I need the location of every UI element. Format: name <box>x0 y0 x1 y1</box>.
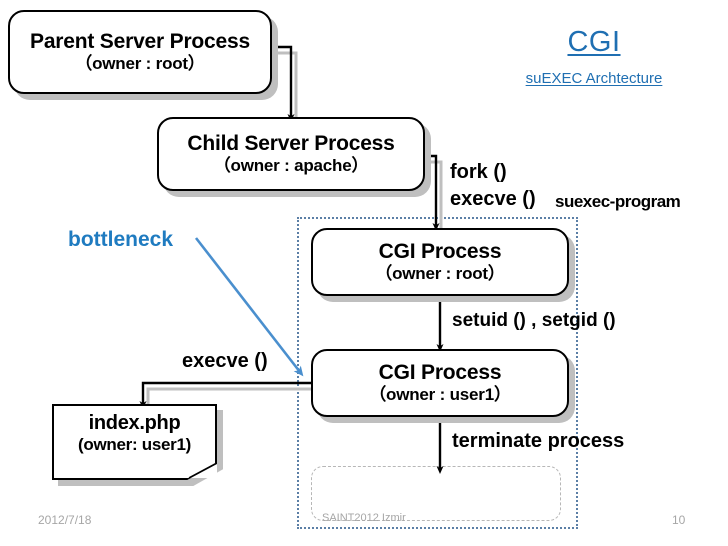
box-cgi-process-user1[interactable]: CGI Process （owner : user1） <box>311 349 569 417</box>
box-child-server-process[interactable]: Child Server Process （owner : apache） <box>157 117 425 191</box>
footer-date: 2012/7/18 <box>38 513 92 527</box>
label-fork: fork () <box>450 161 507 183</box>
box-cgi-user-title: CGI Process <box>378 361 502 385</box>
box-index-php-document[interactable]: index.php (owner: user1) <box>52 404 223 486</box>
empty-placeholder-box <box>311 466 561 521</box>
arrow-cgiuser-to-index <box>139 381 312 409</box>
document-text: index.php (owner: user1) <box>52 412 217 455</box>
index-php-filename: index.php <box>88 412 181 434</box>
label-suexec-program: suexec-program <box>555 192 681 211</box>
box-parent-server-owner: （owner : root） <box>75 53 205 73</box>
label-execve-bottom: execve () <box>182 350 268 372</box>
document-fold-icon <box>188 462 217 479</box>
box-cgi-root-title: CGI Process <box>378 240 502 264</box>
page-subtitle: suEXEC Archtecture <box>525 70 663 87</box>
box-child-server-owner: （owner : apache） <box>213 155 369 175</box>
label-execve-top: execve () <box>450 188 536 210</box>
label-setuid-setgid: setuid () , setgid () <box>452 310 616 331</box>
arrow-parent-to-child-shadow <box>275 51 300 128</box>
arrow-parent-to-child <box>270 45 295 122</box>
box-child-server-title: Child Server Process <box>187 132 395 156</box>
label-terminate-process: terminate process <box>452 430 625 452</box>
index-php-owner: (owner: user1) <box>78 435 191 454</box>
page-title: CGI <box>567 26 621 58</box>
footer-conference: SAINT2012 Izmir <box>322 512 406 524</box>
box-cgi-user-owner: （owner : user1） <box>369 384 511 404</box>
box-cgi-root-owner: （owner : root） <box>375 263 505 283</box>
box-parent-server-title: Parent Server Process <box>30 30 250 54</box>
document-body <box>52 404 217 480</box>
label-bottleneck: bottleneck <box>68 228 174 251</box>
footer-page-number: 10 <box>672 513 686 527</box>
box-parent-server-process[interactable]: Parent Server Process （owner : root） <box>8 10 272 94</box>
box-cgi-process-root[interactable]: CGI Process （owner : root） <box>311 228 569 296</box>
